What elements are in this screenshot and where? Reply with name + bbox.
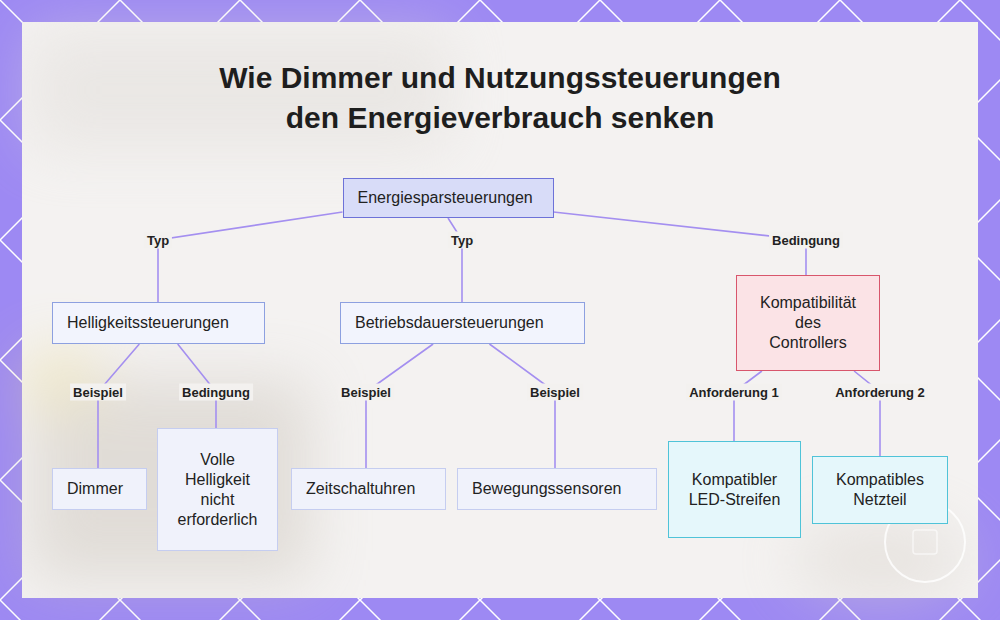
node-text: Helligkeitssteuerungen: [67, 313, 250, 333]
diagram-title: Wie Dimmer und Nutzungssteuerungen den E…: [205, 58, 795, 138]
leaf-box: Volle Helligkeit nicht erforderlich: [157, 428, 278, 551]
connector-line: [366, 344, 433, 468]
edge-label: Bedingung: [769, 232, 843, 249]
connector-line: [158, 212, 343, 302]
edge-label: Anforderung 1: [686, 384, 782, 401]
edge-label: Beispiel: [338, 384, 394, 401]
edge-label: Beispiel: [70, 384, 126, 401]
connector-line: [734, 371, 762, 441]
edge-label: Anforderung 2: [832, 384, 928, 401]
photo-shade: [790, 520, 970, 600]
node-text: Bewegungssensoren: [472, 479, 642, 499]
cat-box: Helligkeitssteuerungen: [52, 302, 265, 344]
edge-label: Typ: [144, 232, 172, 249]
leaf-box: Zeitschaltuhren: [291, 468, 446, 510]
connector-line: [98, 344, 139, 468]
node-text: Volle Helligkeit nicht erforderlich: [168, 450, 267, 530]
edge-label: Typ: [448, 232, 476, 249]
photo-light: [20, 350, 100, 410]
panel: [22, 22, 978, 598]
node-text: Dimmer: [67, 479, 132, 499]
root-box: Energiesparsteuerungen: [343, 178, 554, 218]
connector-line: [489, 344, 555, 468]
req-box: Kompatibler LED-Streifen: [668, 441, 801, 538]
node-text: Kompatibler LED-Streifen: [685, 470, 784, 510]
node-text: Kompatibilität des Controllers: [757, 293, 859, 353]
req-box: Kompatibles Netzteil: [812, 456, 948, 524]
edge-label: Beispiel: [527, 384, 583, 401]
node-text: Kompatibles Netzteil: [825, 470, 935, 510]
node-text: Energiesparsteuerungen: [358, 188, 539, 208]
logo-mark: [913, 530, 937, 554]
leaf-box: Dimmer: [52, 468, 147, 510]
node-text: Betriebsdauersteuerungen: [355, 313, 570, 333]
photo-shade: [30, 380, 310, 580]
leaf-box: Bewegungssensoren: [457, 468, 657, 510]
blurred-photo: [20, 30, 970, 600]
edge-label: Bedingung: [179, 384, 253, 401]
cond-box: Kompatibilität des Controllers: [736, 275, 880, 371]
cat-box: Betriebsdauersteuerungen: [340, 302, 585, 344]
node-text: Zeitschaltuhren: [306, 479, 431, 499]
